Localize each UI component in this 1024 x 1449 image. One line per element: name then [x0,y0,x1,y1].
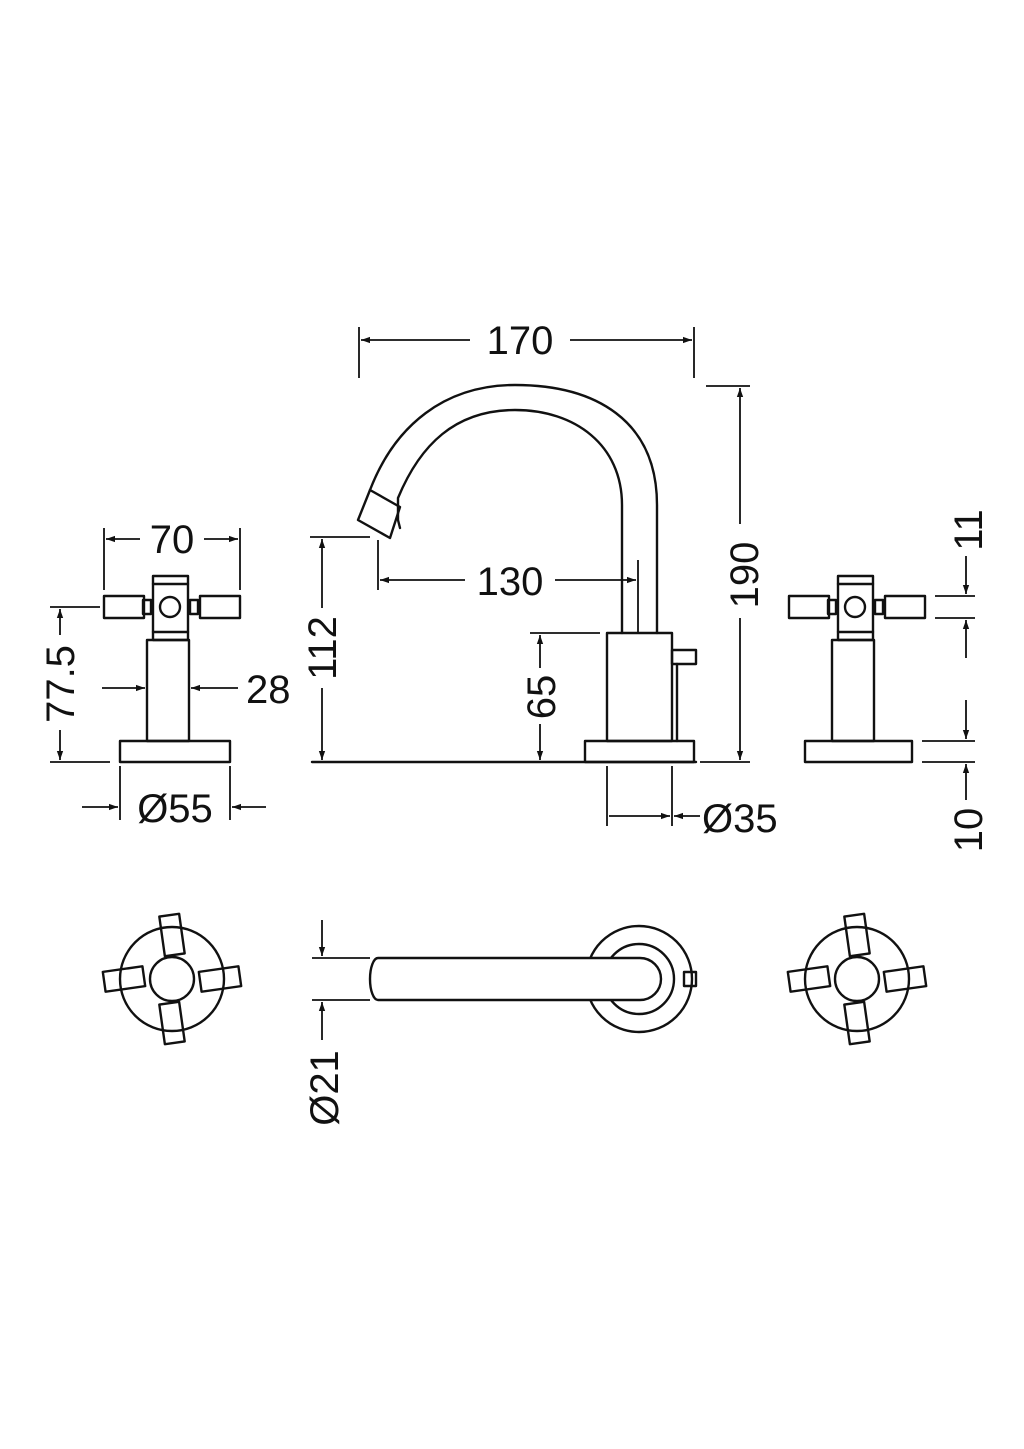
dim-label-body-diameter: Ø35 [702,797,778,841]
left-handle-valve-elevation [102,574,242,764]
spout-elevation [356,383,698,764]
dim-lever-thickness [935,556,975,658]
right-handle-valve-plan [786,912,928,1046]
dim-body-height [530,632,600,760]
dim-label-lever-thickness: 11 [947,509,991,551]
dim-label-handle-stem: 28 [246,668,291,712]
dim-label-handle-height: 77.5 [39,645,83,723]
dim-label-handle-span: 70 [150,518,195,562]
dim-label-handle-base: Ø55 [137,787,213,831]
dim-label-body-height: 65 [520,675,564,720]
dim-handle-height [50,606,110,763]
dim-label-spout-reach: 130 [477,560,544,604]
dim-label-spout-height: 190 [723,542,767,609]
dim-overall-width [358,327,695,378]
dim-outlet-height [310,536,370,760]
dim-base-thickness [922,700,975,800]
dim-label-outlet-height: 112 [301,616,345,680]
dim-label-overall-width: 170 [487,319,554,363]
dim-handle-base [82,766,266,820]
dim-handle-span [103,528,241,590]
dim-spout-reach [377,540,639,632]
dim-spout-height [700,385,750,763]
dim-body-diameter [606,766,700,826]
spout-plan [368,924,698,1034]
dim-spout-diameter [312,920,370,1040]
dim-label-spout-diameter: Ø21 [303,1050,347,1126]
left-handle-valve-plan [101,912,243,1046]
dim-label-base-thickness: 10 [947,808,991,853]
right-handle-valve-elevation [787,574,927,764]
